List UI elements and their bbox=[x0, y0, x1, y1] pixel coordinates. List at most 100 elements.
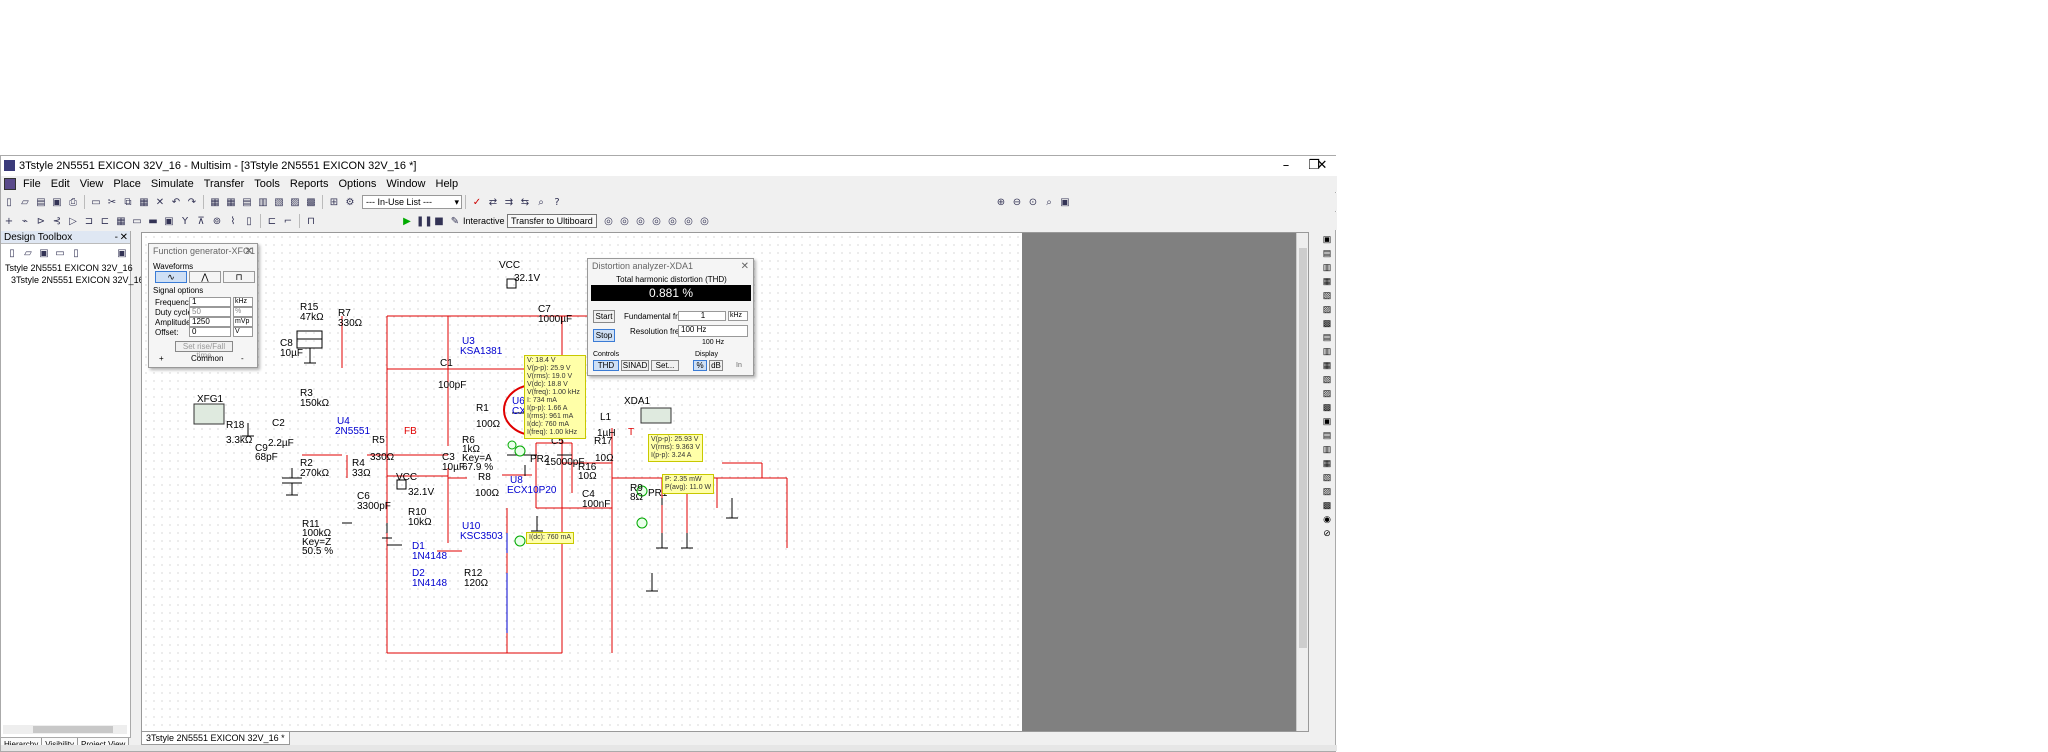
remove-icon[interactable]: ▯ bbox=[73, 247, 79, 259]
menu-simulate[interactable]: Simulate bbox=[150, 178, 194, 190]
spreadsheet-icon[interactable]: ▤ bbox=[242, 196, 252, 208]
help-icon[interactable]: ? bbox=[554, 196, 560, 208]
logic-analyzer-icon[interactable]: ▦ bbox=[1322, 360, 1332, 370]
new-file-icon[interactable]: ▯ bbox=[9, 247, 15, 259]
hierarchical-block-icon[interactable]: ⊏ bbox=[267, 215, 277, 227]
instrument-4-icon[interactable]: ◎ bbox=[652, 215, 661, 227]
menu-reports[interactable]: Reports bbox=[289, 178, 329, 190]
document-tab[interactable]: 3Tstyle 2N5551 EXICON 32V_16 * bbox=[141, 731, 290, 745]
duty-cycle-unit[interactable]: % bbox=[233, 307, 253, 317]
menu-tools[interactable]: Tools bbox=[254, 178, 280, 190]
pause-icon[interactable]: ❚❚ bbox=[416, 215, 433, 227]
instrument-1-icon[interactable]: ◎ bbox=[604, 215, 613, 227]
instrument-7-icon[interactable]: ◎ bbox=[700, 215, 709, 227]
copy-icon[interactable]: ⧉ bbox=[124, 196, 132, 208]
labview-icon[interactable]: ▨ bbox=[1322, 486, 1332, 496]
delete-icon[interactable]: ✕ bbox=[155, 196, 165, 208]
function-generator-icon[interactable]: ▤ bbox=[1322, 248, 1332, 258]
menu-place[interactable]: Place bbox=[113, 178, 141, 190]
toolbox-settings-icon[interactable]: ▣ bbox=[117, 247, 127, 259]
start-button[interactable]: Start bbox=[593, 310, 615, 323]
tree-item-sheet[interactable]: 3Tstyle 2N5551 EXICON 32V_16 bbox=[11, 275, 144, 285]
set-button[interactable]: Set... bbox=[651, 360, 679, 371]
percent-button[interactable]: % bbox=[693, 360, 707, 371]
in-use-list-dropdown[interactable]: --- In-Use List --- bbox=[362, 195, 462, 209]
menu-options[interactable]: Options bbox=[338, 178, 377, 190]
sine-wave-button[interactable]: ∿ bbox=[155, 271, 187, 283]
fundamental-freq-unit[interactable]: kHz bbox=[728, 311, 748, 321]
close-icon[interactable]: ✕ bbox=[740, 261, 749, 272]
transistor-icon[interactable]: ⊰ bbox=[52, 215, 62, 227]
wattmeter-icon[interactable]: ▥ bbox=[1322, 262, 1332, 272]
multimeter-icon[interactable]: ▣ bbox=[1322, 234, 1332, 244]
agilent-multimeter-icon[interactable]: ▥ bbox=[1322, 444, 1332, 454]
open-icon[interactable]: ▱ bbox=[21, 196, 29, 208]
basic-icon[interactable]: ⌁ bbox=[21, 215, 29, 227]
misc-digital-icon[interactable]: ▬ bbox=[148, 215, 158, 227]
toggle-grid-icon[interactable]: ▦ bbox=[226, 196, 236, 208]
schematic-sheet[interactable]: VCC 32.1V R15 47kΩ R7 330Ω C7 1000µF C8 … bbox=[142, 233, 1022, 731]
cmos-icon[interactable]: ⊏ bbox=[100, 215, 110, 227]
zoom-in-icon[interactable]: ⊕ bbox=[996, 196, 1006, 208]
print-icon[interactable]: ⎙ bbox=[69, 196, 77, 208]
find-icon[interactable]: ⌕ bbox=[538, 196, 544, 208]
current-probe-icon[interactable]: ◉ bbox=[1323, 514, 1331, 524]
thd-button[interactable]: THD bbox=[593, 360, 619, 371]
diode-icon[interactable]: ⊳ bbox=[36, 215, 46, 227]
distortion-analyzer-icon[interactable]: ▨ bbox=[1322, 388, 1332, 398]
duty-cycle-input[interactable]: 50 bbox=[189, 307, 231, 317]
zoom-out-icon[interactable]: ⊖ bbox=[1012, 196, 1022, 208]
agilent-generator-icon[interactable]: ▤ bbox=[1322, 430, 1332, 440]
redo-icon[interactable]: ↷ bbox=[187, 196, 197, 208]
save-file-icon[interactable]: ▣ bbox=[39, 247, 49, 259]
triangle-wave-button[interactable]: ⋀ bbox=[189, 271, 221, 283]
backannotate-icon[interactable]: ⇄ bbox=[488, 196, 498, 208]
niels-icon[interactable]: ▩ bbox=[1322, 500, 1332, 510]
zoom-sheet-icon[interactable]: ⌕ bbox=[1046, 196, 1052, 208]
component-wizard-icon[interactable]: ▧ bbox=[274, 196, 284, 208]
db-button[interactable]: dB bbox=[709, 360, 723, 371]
square-wave-button[interactable]: ⊓ bbox=[223, 271, 255, 283]
close-icon[interactable]: ✕ bbox=[244, 246, 253, 257]
instrument-5-icon[interactable]: ◎ bbox=[668, 215, 677, 227]
run-icon[interactable]: ▶ bbox=[403, 215, 411, 227]
frequency-unit[interactable]: kHz bbox=[233, 297, 253, 307]
fundamental-freq-input[interactable]: 1 bbox=[678, 311, 726, 321]
bus-icon[interactable]: ⌐ bbox=[283, 215, 293, 227]
amplitude-unit[interactable]: mVp bbox=[233, 317, 253, 327]
transfer-icon[interactable]: ⇆ bbox=[520, 196, 530, 208]
agilent-oscilloscope-icon[interactable]: ▦ bbox=[1322, 458, 1332, 468]
frequency-counter-icon[interactable]: ▩ bbox=[1322, 318, 1332, 328]
stop-icon[interactable]: ■ bbox=[434, 215, 444, 227]
print-preview-icon[interactable]: ▭ bbox=[91, 196, 101, 208]
toolbox-scrollbar[interactable] bbox=[3, 725, 127, 734]
database-icon[interactable]: ▥ bbox=[258, 196, 268, 208]
grapher-icon[interactable]: ▨ bbox=[290, 196, 300, 208]
pin-icon[interactable]: - bbox=[114, 232, 118, 243]
close-file-icon[interactable]: ▭ bbox=[55, 247, 65, 259]
analog-icon[interactable]: ▷ bbox=[69, 215, 77, 227]
frequency-input[interactable]: 1 bbox=[189, 297, 231, 307]
indicator-icon[interactable]: Y bbox=[181, 215, 189, 227]
word-generator-icon[interactable]: ▤ bbox=[1322, 332, 1332, 342]
resolution-freq-dropdown[interactable]: 100 Hz bbox=[678, 325, 748, 337]
tektronix-oscilloscope-icon[interactable]: ▧ bbox=[1322, 472, 1332, 482]
save-icon[interactable]: ▣ bbox=[52, 196, 62, 208]
mcu-icon[interactable]: ▦ bbox=[116, 215, 126, 227]
instrument-3-icon[interactable]: ◎ bbox=[636, 215, 645, 227]
undo-icon[interactable]: ↶ bbox=[171, 196, 181, 208]
menu-help[interactable]: Help bbox=[435, 178, 459, 190]
scrollbar-thumb[interactable] bbox=[33, 726, 113, 733]
power-icon[interactable]: ⊼ bbox=[197, 215, 205, 227]
instrument-2-icon[interactable]: ◎ bbox=[620, 215, 629, 227]
menu-transfer[interactable]: Transfer bbox=[203, 178, 245, 190]
settings-icon[interactable]: ⚙ bbox=[345, 196, 355, 208]
menu-file[interactable]: File bbox=[23, 178, 41, 190]
menu-window[interactable]: Window bbox=[386, 178, 426, 190]
menu-view[interactable]: View bbox=[79, 178, 104, 190]
tree-item-root[interactable]: Tstyle 2N5551 EXICON 32V_16 bbox=[5, 263, 133, 273]
scrollbar-thumb[interactable] bbox=[1299, 248, 1307, 648]
menu-edit[interactable]: Edit bbox=[50, 178, 70, 190]
heatsink-icon[interactable]: ⊓ bbox=[307, 215, 315, 227]
paste-icon[interactable]: ▦ bbox=[139, 196, 149, 208]
